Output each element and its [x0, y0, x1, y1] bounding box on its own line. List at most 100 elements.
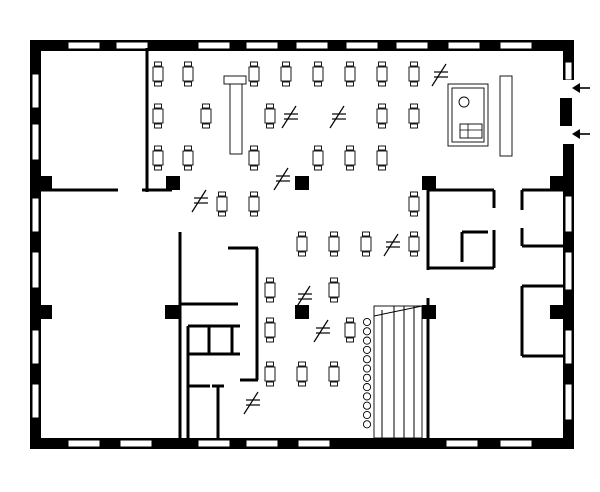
chair	[298, 231, 306, 237]
slash-mark	[281, 105, 298, 129]
stool	[362, 401, 372, 410]
table-set	[216, 191, 228, 217]
stool	[362, 410, 372, 420]
stool	[362, 420, 372, 429]
chair	[314, 81, 322, 87]
table-set	[360, 231, 372, 257]
table	[344, 150, 356, 166]
table-set	[264, 361, 276, 387]
stool	[362, 336, 372, 345]
chair	[184, 81, 192, 87]
stool	[362, 392, 372, 401]
chair	[314, 61, 322, 67]
table	[408, 108, 420, 124]
chair	[330, 231, 338, 237]
table	[296, 236, 308, 252]
chair	[298, 361, 306, 367]
chair	[346, 81, 354, 87]
chair	[184, 145, 192, 151]
chair	[378, 165, 386, 171]
chair	[330, 381, 338, 387]
table	[344, 66, 356, 82]
table-set	[312, 61, 324, 87]
stool	[362, 327, 372, 336]
stool	[362, 355, 372, 364]
chair	[378, 61, 386, 67]
table-set	[376, 61, 388, 87]
service-block	[447, 75, 513, 157]
windows-left	[31, 73, 40, 419]
chair	[250, 191, 258, 197]
table-set	[328, 361, 340, 387]
bench-stools	[362, 317, 372, 429]
chair	[154, 165, 162, 171]
entrance-arrow-icon	[572, 83, 590, 93]
table	[248, 66, 260, 82]
chair	[266, 361, 274, 367]
chair	[346, 61, 354, 67]
table	[360, 236, 372, 252]
counter-stairs	[373, 305, 423, 439]
table	[152, 108, 164, 124]
table	[216, 196, 228, 212]
table-set	[280, 61, 292, 87]
table-set	[408, 61, 420, 87]
table-sets	[152, 61, 420, 387]
table	[248, 150, 260, 166]
table-set	[264, 277, 276, 303]
table	[264, 282, 276, 298]
chair	[250, 145, 258, 151]
table-set	[152, 103, 164, 129]
windows-bottom	[67, 439, 533, 448]
chair	[410, 123, 418, 129]
slash-mark	[243, 391, 260, 415]
stool	[362, 364, 372, 373]
bar-counter	[223, 75, 247, 155]
table	[200, 108, 212, 124]
chair	[298, 381, 306, 387]
table	[264, 108, 276, 124]
chair	[346, 317, 354, 323]
chair	[330, 251, 338, 257]
chair	[154, 61, 162, 67]
chair	[266, 381, 274, 387]
chair	[266, 337, 274, 343]
chair	[154, 103, 162, 109]
table-set	[408, 103, 420, 129]
slash-mark	[273, 167, 290, 191]
chair	[154, 145, 162, 151]
table	[408, 66, 420, 82]
table	[152, 150, 164, 166]
chair	[410, 191, 418, 197]
table	[376, 66, 388, 82]
table	[182, 66, 194, 82]
chair	[378, 123, 386, 129]
chair	[330, 277, 338, 283]
chair	[362, 231, 370, 237]
columns	[40, 176, 564, 319]
table-set	[344, 61, 356, 87]
chair	[250, 81, 258, 87]
chair	[346, 145, 354, 151]
chair	[362, 251, 370, 257]
table-set	[328, 231, 340, 257]
chair	[410, 211, 418, 217]
chair	[282, 61, 290, 67]
chair	[184, 165, 192, 171]
chair	[266, 103, 274, 109]
table	[182, 150, 194, 166]
interior-walls	[40, 48, 563, 438]
chair	[218, 191, 226, 197]
entrance-arrow-icon	[572, 129, 590, 139]
stool	[362, 317, 372, 327]
table-set	[264, 103, 276, 129]
table	[408, 196, 420, 212]
table-set	[200, 103, 212, 129]
table-set	[312, 145, 324, 171]
chair	[330, 361, 338, 367]
chair	[314, 145, 322, 151]
chair	[378, 103, 386, 109]
stool	[362, 383, 372, 392]
